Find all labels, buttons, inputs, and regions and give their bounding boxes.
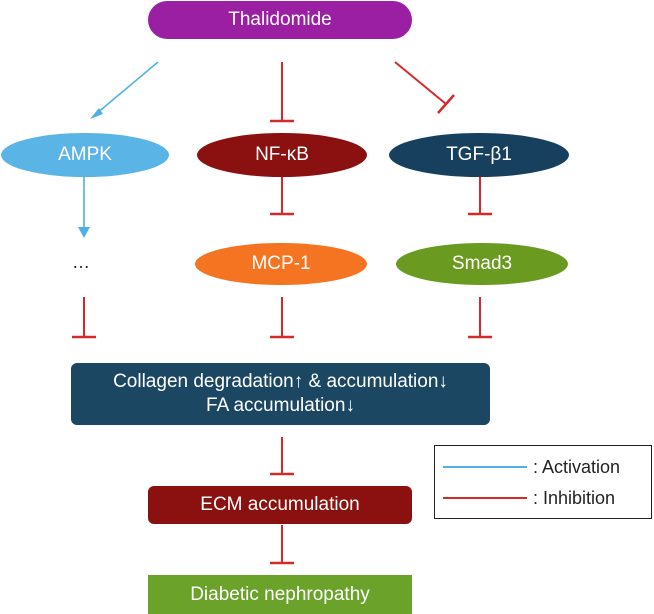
node-collagen-line2: FA accumulation↓ [206,395,355,416]
legend-inhibition-label: : Inhibition [533,487,616,508]
node-ecm: ECM accumulation [148,486,412,524]
legend-activation-line [443,466,527,468]
inhibit-tgfb1-smad3 [468,177,492,216]
node-ampk: AMPK [1,133,169,177]
node-nfkb: NF-κB [197,133,367,177]
node-tgfb1-label: TGF-β1 [446,144,512,166]
node-mcp1: MCP-1 [195,243,367,285]
legend-box: : Activation : Inhibition [434,445,652,519]
node-mcp1-label: MCP-1 [251,253,311,275]
inhibit-ecm-nephropathy [270,525,294,565]
arrow-thalidomide-ampk [90,61,159,119]
node-tgfb1: TGF-β1 [389,133,569,177]
node-smad3-label: Smad3 [451,253,513,275]
inhibit-collagen-ecm [270,437,294,476]
inhibit-smad3-collagen [468,297,492,339]
legend-inhibition: : Inhibition [443,485,615,511]
inhibit-mcp1-collagen [270,297,294,339]
node-ampk-label: AMPK [58,144,112,166]
node-ellipsis: … [72,252,90,272]
node-ecm-label: ECM accumulation [200,494,360,516]
arrow-ampk-ellipsis [78,176,90,238]
legend-activation-label: : Activation [533,456,621,477]
node-smad3: Smad3 [396,243,568,285]
node-collagen: Collagen degradation↑ & accumulation↓ FA… [71,363,490,425]
legend-activation: : Activation [443,454,620,480]
node-nephropathy-label: Diabetic nephropathy [190,583,370,605]
inhibit-thalidomide-nfkb [270,62,294,123]
legend-inhibition-line [443,497,527,499]
node-nfkb-label: NF-κB [255,144,309,166]
node-thalidomide: Thalidomide [148,1,412,39]
node-collagen-line1: Collagen degradation↑ & accumulation↓ [113,371,448,393]
inhibit-nfkb-mcp1 [270,177,294,216]
node-nephropathy: Diabetic nephropathy [148,575,412,614]
node-thalidomide-label: Thalidomide [228,9,332,31]
inhibit-ellipsis-collagen [72,297,96,339]
inhibit-thalidomide-tgfb1 [394,61,455,114]
